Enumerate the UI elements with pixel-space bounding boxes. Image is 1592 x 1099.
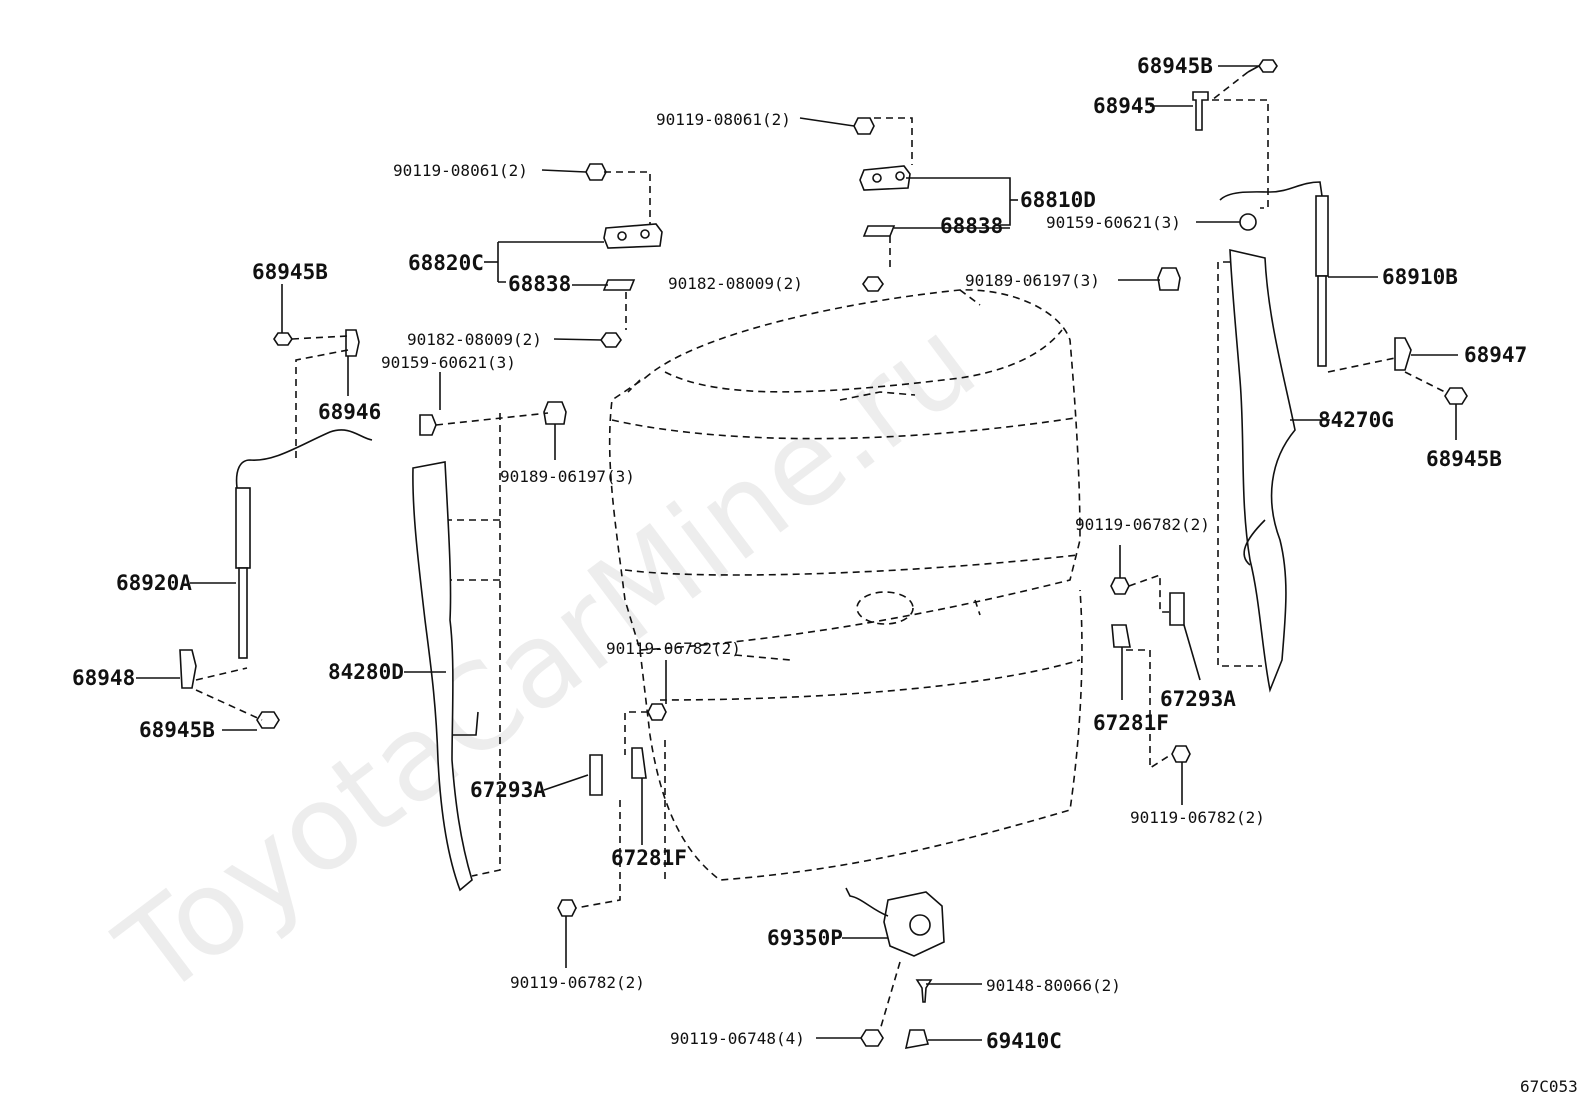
label-90189-06197-right: 90189-06197(3) (965, 271, 1100, 290)
figure-code: 67C053 (1520, 1077, 1578, 1096)
bolt-68945b-left-bottom (256, 711, 280, 729)
label-68910b: 68910B (1382, 265, 1458, 289)
bracket-68946 (345, 329, 360, 357)
back-door-stay-68920a (235, 429, 373, 659)
bracket-68948 (179, 649, 197, 689)
label-68945b-left: 68945B (252, 260, 328, 284)
label-68838-left: 68838 (508, 272, 571, 296)
label-84280d: 84280D (328, 660, 404, 684)
bolt-90119-06748 (860, 1029, 884, 1047)
watermark: ToyotaCarMine.ru (93, 292, 1000, 1023)
lock-actuator-69350p (845, 887, 945, 957)
label-68945-top: 68945 (1093, 94, 1156, 118)
bracket-69410c (904, 1029, 930, 1050)
label-90159-60621-right: 90159-60621(3) (1046, 213, 1181, 232)
label-90119-06748: 90119-06748(4) (670, 1029, 805, 1048)
garnish-84280d (412, 461, 473, 892)
shim-68838-right (862, 225, 896, 237)
clip-90159-left (419, 414, 437, 436)
label-68920a: 68920A (116, 571, 192, 595)
alignment-lines (195, 71, 1446, 1031)
label-90119-06782-bottom: 90119-06782(2) (510, 973, 645, 992)
bolt-90119-06782-bottom (557, 899, 577, 917)
shim-68838-left (602, 279, 636, 291)
bolt-90119-06782-lr (1171, 745, 1191, 763)
bracket-68947 (1394, 337, 1412, 371)
bracket-67293a-right (1169, 592, 1185, 626)
label-68838-right: 68838 (940, 214, 1003, 238)
nut-90119-08061-right (853, 117, 875, 135)
garnish-84270g-wire (1243, 519, 1266, 566)
nut-90119-08061-left (585, 163, 607, 181)
hinge-68820c (603, 223, 663, 249)
label-90119-08061-a: 90119-08061(2) (656, 110, 791, 129)
clip-90189-left (543, 401, 567, 425)
label-68946: 68946 (318, 400, 381, 424)
label-67293a-right: 67293A (1160, 687, 1236, 711)
bolt-90119-06782-ur (1110, 577, 1130, 595)
bracket-67293a-left (589, 754, 603, 796)
back-door-outline (608, 289, 1083, 881)
striker-67281f-right (1111, 624, 1131, 648)
bracket-68945 (1192, 91, 1209, 131)
nut-90182-08009-left (600, 332, 622, 348)
striker-67281f-left (631, 747, 647, 779)
label-90159-60621-left: 90159-60621(3) (381, 353, 516, 372)
label-90119-08061-b: 90119-08061(2) (393, 161, 528, 180)
label-68810d: 68810D (1020, 188, 1096, 212)
label-90119-06782-ur: 90119-06782(2) (1075, 515, 1210, 534)
label-90182-08009-mid: 90182-08009(2) (668, 274, 803, 293)
bolt-68945b-left (273, 332, 293, 346)
label-90119-06782-mid: 90119-06782(2) (606, 639, 741, 658)
label-69350p: 69350P (767, 926, 843, 950)
label-68820c: 68820C (408, 251, 484, 275)
garnish-84270g (1229, 248, 1296, 693)
back-door-stay-68910b (1219, 181, 1329, 367)
clip-90189-right (1157, 267, 1181, 291)
bolt-90119-06782-mid (647, 703, 667, 721)
label-67281f-right: 67281F (1093, 711, 1169, 735)
label-68945b-left-bottom: 68945B (139, 718, 215, 742)
label-68947: 68947 (1464, 343, 1527, 367)
label-90189-06197-left: 90189-06197(3) (500, 467, 635, 486)
screw-90148-80066 (915, 979, 933, 1003)
label-69410c: 69410C (986, 1029, 1062, 1053)
label-84270g: 84270G (1318, 408, 1394, 432)
garnish-84280d-wire (452, 711, 479, 736)
hinge-68810d (859, 165, 911, 191)
label-90148-80066: 90148-80066(2) (986, 976, 1121, 995)
leader-lines (136, 65, 1458, 1041)
label-90182-08009-left: 90182-08009(2) (407, 330, 542, 349)
label-68945b-top: 68945B (1137, 54, 1213, 78)
label-67281f-left: 67281F (611, 846, 687, 870)
part-labels: 68945B 68945 90119-08061(2) 90119-08061(… (72, 54, 1578, 1096)
nut-90182-08009-mid (862, 276, 884, 292)
clip-90159-right (1239, 213, 1257, 231)
bolt-68945b-right (1444, 387, 1468, 405)
label-68948: 68948 (72, 666, 135, 690)
label-90119-06782-lr: 90119-06782(2) (1130, 808, 1265, 827)
label-67293a-left: 67293A (470, 778, 546, 802)
label-68945b-right: 68945B (1426, 447, 1502, 471)
